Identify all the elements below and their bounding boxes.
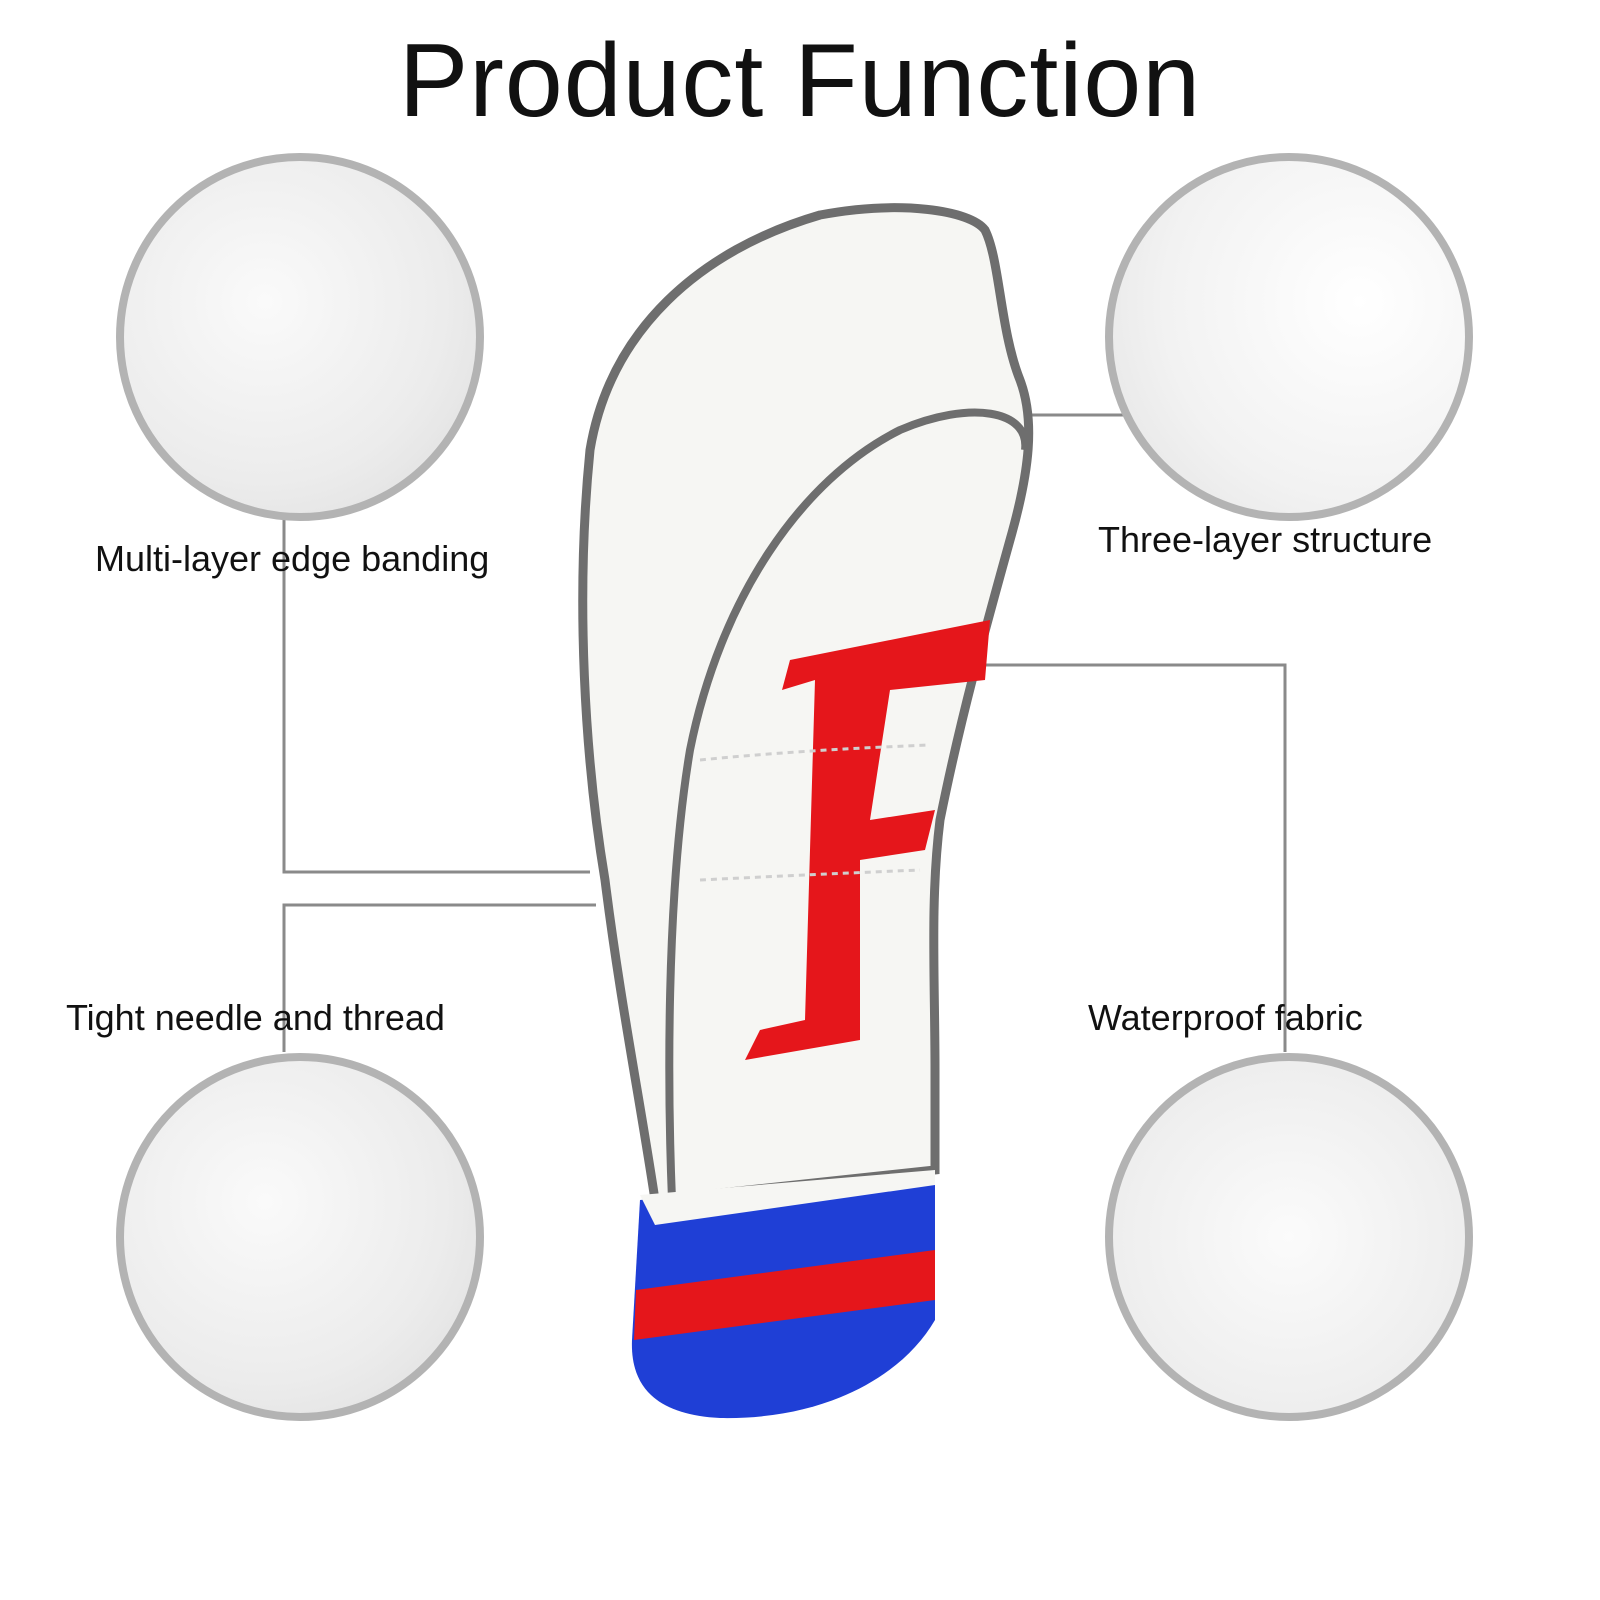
connector-waterproof (970, 663, 1287, 1052)
feature-label-three-layer: Three-layer structure (1098, 519, 1433, 560)
feature-label-needle-thread: Tight needle and thread (66, 997, 445, 1038)
connector-edge-banding (282, 515, 590, 874)
white-stripe (640, 1170, 935, 1225)
stitching (699, 743, 931, 882)
detail-circle-needle-thread (116, 1053, 484, 1421)
detail-circle-three-layer (1105, 153, 1473, 521)
detail-circle-waterproof (1105, 1053, 1473, 1421)
feature-label-edge-banding: Multi-layer edge banding (95, 538, 490, 579)
page-title: Product Function (398, 23, 1202, 139)
headcover-body (578, 203, 1034, 1205)
letter-f-logo (745, 620, 990, 1060)
red-stripe (634, 1250, 935, 1340)
edge-banding-trim (665, 408, 1030, 1201)
feature-label-waterproof: Waterproof fabric (1088, 997, 1363, 1038)
connector-needle-thread (282, 903, 596, 1052)
detail-circle-edge-banding (116, 153, 484, 521)
